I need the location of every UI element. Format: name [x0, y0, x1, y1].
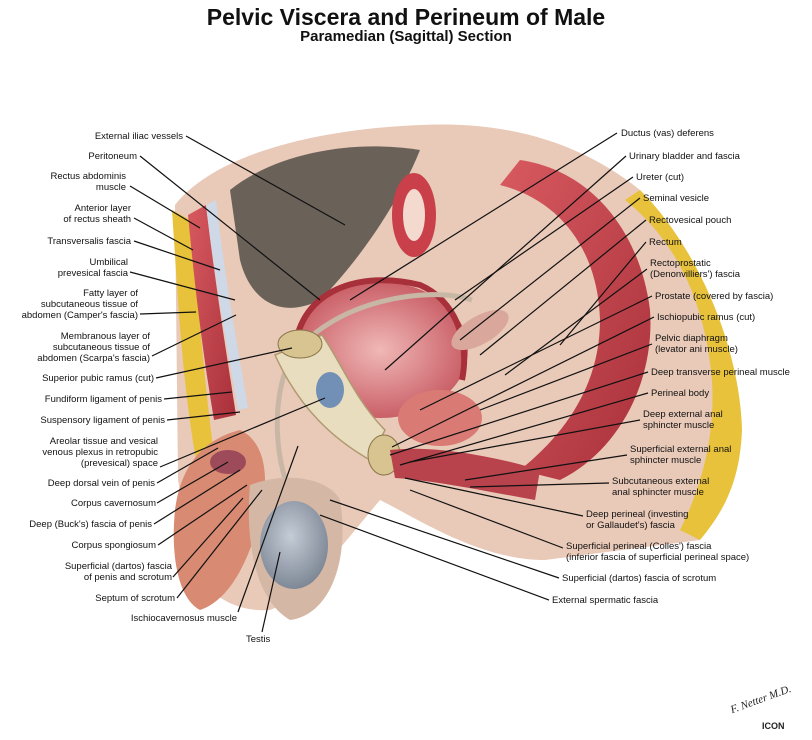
diagram-subtitle: Paramedian (Sagittal) Section	[300, 28, 512, 45]
signature-text: F. Netter M.D.	[728, 683, 793, 716]
label-gallaudets-fascia: Deep perineal (investing or Gallaudet's)…	[586, 509, 689, 531]
label-dartos-fascia-penis: Superficial (dartos) fascia of penis and…	[64, 561, 172, 583]
label-superficial-external-anal-sphincter: Superficial external anal sphincter musc…	[630, 444, 732, 466]
label-suspensory-ligament: Suspensory ligament of penis	[40, 415, 165, 426]
label-campers-fascia: Fatty layer of subcutaneous tissue of ab…	[21, 288, 138, 321]
label-deep-external-anal-sphincter: Deep external anal sphincter muscle	[643, 409, 723, 431]
testis	[260, 501, 328, 589]
label-pelvic-diaphragm: Pelvic diaphragm (levator ani muscle)	[655, 333, 738, 355]
label-testis: Testis	[246, 634, 271, 645]
label-deep-dorsal-vein: Deep dorsal vein of penis	[47, 478, 155, 489]
label-umbilical-prevesical-fascia: Umbilical prevesical fascia	[57, 257, 128, 279]
label-ductus-deferens: Ductus (vas) deferens	[621, 128, 714, 139]
label-ureter: Ureter (cut)	[636, 172, 685, 183]
label-ischiopubic-ramus: Ischiopubic ramus (cut)	[657, 312, 756, 323]
label-anterior-rectus-sheath: Anterior layer of rectus sheath	[63, 203, 131, 225]
label-denonvilliers-fascia: Rectoprostatic (Denonvilliers') fascia	[650, 258, 740, 280]
label-perineal-body: Perineal body	[651, 388, 710, 399]
label-colles-fascia: Superficial perineal (Colles') fascia (i…	[566, 541, 750, 563]
watermark-text: ICON	[762, 721, 785, 731]
label-bucks-fascia: Deep (Buck's) fascia of penis	[29, 519, 152, 530]
label-rectus-abdominis: Rectus abdominis muscle	[50, 171, 126, 193]
label-seminal-vesicle: Seminal vesicle	[643, 193, 709, 204]
label-superior-pubic-ramus: Superior pubic ramus (cut)	[42, 373, 154, 384]
label-peritoneum: Peritoneum	[88, 151, 137, 162]
label-urinary-bladder: Urinary bladder and fascia	[629, 151, 740, 162]
label-corpus-spongiosum: Corpus spongiosum	[71, 540, 157, 551]
label-areolar-tissue: Areolar tissue and vesical venous plexus…	[42, 436, 158, 469]
venous-plexus	[316, 372, 344, 408]
label-subcutaneous-external-anal-sphincter: Subcutaneous external anal sphincter mus…	[612, 476, 710, 498]
corpus-cavernosum	[210, 450, 246, 474]
label-fundiform-ligament: Fundiform ligament of penis	[44, 394, 162, 405]
sacral-fat	[625, 190, 742, 540]
prostate	[398, 390, 482, 446]
label-septum-scrotum: Septum of scrotum	[95, 593, 175, 604]
label-dartos-fascia-scrotum: Superficial (dartos) fascia of scrotum	[562, 573, 717, 584]
label-deep-transverse-perineal: Deep transverse perineal muscle	[651, 367, 790, 378]
label-external-spermatic-fascia: External spermatic fascia	[552, 595, 659, 606]
label-ischiocavernosus: Ischiocavernosus muscle	[130, 613, 237, 624]
label-rectovesical-pouch: Rectovesical pouch	[649, 215, 732, 226]
pubic-ramus-cut	[277, 329, 323, 359]
diagram-title: Pelvic Viscera and Perineum of Male	[206, 4, 606, 30]
label-scarpas-fascia: Membranous layer of subcutaneous tissue …	[37, 331, 150, 364]
label-transversalis-fascia: Transversalis fascia	[47, 236, 131, 247]
sigmoid-lumen	[403, 189, 425, 241]
label-external-iliac-vessels: External iliac vessels	[94, 131, 183, 142]
label-corpus-cavernosum: Corpus cavernosum	[70, 498, 156, 509]
artist-signature: F. Netter M.D. ICON	[728, 683, 793, 731]
label-prostate: Prostate (covered by fascia)	[655, 291, 774, 302]
label-rectum: Rectum	[649, 237, 682, 248]
